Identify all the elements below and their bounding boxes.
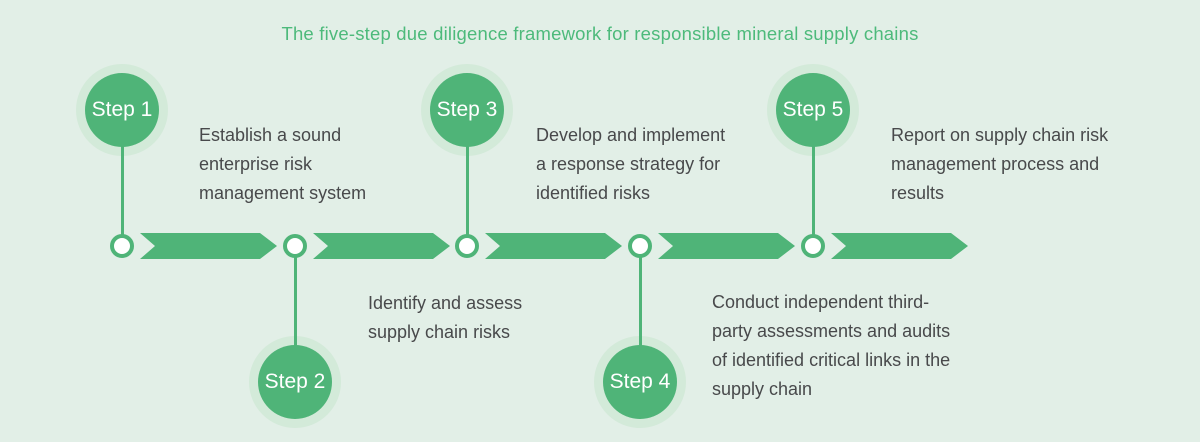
step-4-timeline-node: [628, 234, 652, 258]
step-1-timeline-node: [110, 234, 134, 258]
timeline-arrow-4: [658, 233, 795, 259]
step-3-label: Step 3: [436, 98, 498, 121]
timeline-arrow-1: [140, 233, 277, 259]
step-2-connector-line: [293, 257, 297, 347]
step-3-connector-line: [465, 145, 469, 235]
step-4-circle: Step 4: [603, 345, 677, 419]
step-2-timeline-node: [283, 234, 307, 258]
step-5-circle: Step 5: [776, 73, 850, 147]
step-4-connector-line: [638, 257, 642, 347]
step-2-label: Step 2: [264, 370, 326, 393]
step-5-timeline-node: [801, 234, 825, 258]
step-2-circle: Step 2: [258, 345, 332, 419]
step-3-timeline-node: [455, 234, 479, 258]
step-1-label: Step 1: [91, 98, 153, 121]
timeline-arrow-2: [313, 233, 450, 259]
step-5-label: Step 5: [782, 98, 844, 121]
step-1-connector-line: [120, 145, 124, 235]
step-5-connector-line: [811, 145, 815, 235]
timeline-arrow-5: [831, 233, 968, 259]
step-3-circle: Step 3: [430, 73, 504, 147]
step-4-label: Step 4: [609, 370, 671, 393]
step-1-circle: Step 1: [85, 73, 159, 147]
diagram-title: The five-step due diligence framework fo…: [281, 23, 919, 44]
step-4-description: Conduct independent third-party assessme…: [712, 292, 951, 399]
timeline-arrow-3: [485, 233, 622, 259]
